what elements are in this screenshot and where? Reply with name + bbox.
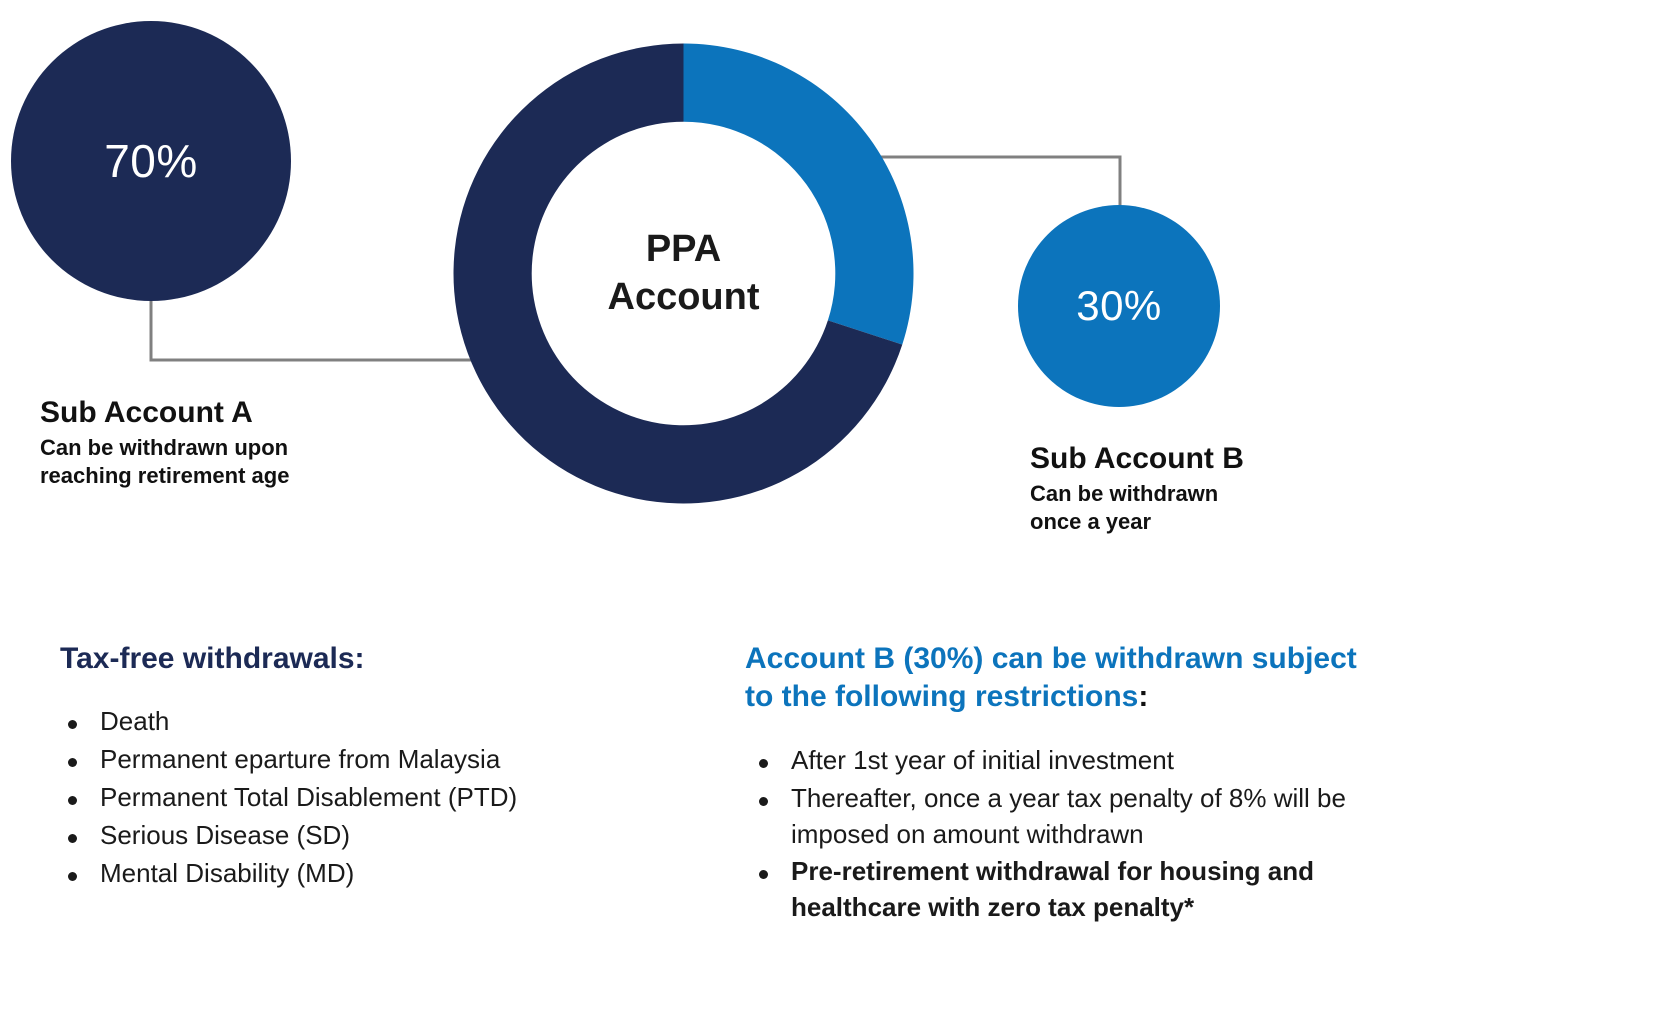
donut-slice-sub-account-a bbox=[453, 43, 903, 504]
callout-a-description-line2: reaching retirement age bbox=[40, 463, 290, 489]
percent-bubble-sub-account-b: 30% bbox=[1018, 205, 1220, 407]
tax-free-withdrawals-heading: Tax-free withdrawals: bbox=[60, 642, 365, 675]
callout-a-title: Sub Account A bbox=[40, 396, 253, 429]
account-b-restrictions-heading-punct: : bbox=[1138, 680, 1149, 714]
tax-free-withdrawals-section: Tax-free withdrawals: Death Permanent ep… bbox=[60, 640, 680, 894]
list-item: Mental Disability (MD) bbox=[60, 856, 680, 892]
callout-a-description-line1: Can be withdrawn upon bbox=[40, 434, 289, 460]
donut-center-label-line1: PPA bbox=[645, 228, 722, 270]
callout-sub-account-a: Sub Account A Can be withdrawn upon reac… bbox=[40, 396, 460, 491]
account-b-restrictions-section: Account B (30%) can be withdrawn subject… bbox=[745, 640, 1365, 928]
list-item: Death bbox=[60, 704, 680, 740]
list-item: Permanent Total Disablement (PTD) bbox=[60, 780, 680, 816]
donut-center-label: PPA Account bbox=[441, 31, 926, 516]
percent-bubble-sub-account-a: 70% bbox=[11, 21, 291, 301]
callout-b-description-line2: once a year bbox=[1030, 509, 1152, 535]
list-item: Serious Disease (SD) bbox=[60, 818, 680, 854]
percent-bubble-b-value: 30% bbox=[1076, 282, 1162, 329]
callout-b-description-line1: Can be withdrawn bbox=[1030, 480, 1219, 506]
account-b-restrictions-heading: Account B (30%) can be withdrawn subject… bbox=[745, 640, 1365, 717]
tax-free-withdrawals-list: Death Permanent eparture from Malaysia P… bbox=[60, 704, 680, 891]
donut-slice-sub-account-b bbox=[683, 43, 914, 345]
list-item: Thereafter, once a year tax penalty of 8… bbox=[745, 781, 1365, 853]
account-b-restrictions-heading-text: Account B (30%) can be withdrawn subject… bbox=[745, 642, 1357, 714]
callout-a-description: Can be withdrawn upon reaching retiremen… bbox=[40, 434, 460, 491]
callout-b-title: Sub Account B bbox=[1030, 442, 1244, 475]
callout-b-description: Can be withdrawn once a year bbox=[1030, 480, 1430, 537]
callout-sub-account-b: Sub Account B Can be withdrawn once a ye… bbox=[1030, 442, 1430, 537]
list-item: Permanent eparture from Malaysia bbox=[60, 742, 680, 778]
list-item: After 1st year of initial investment bbox=[745, 743, 1365, 779]
percent-bubble-a-value: 70% bbox=[104, 135, 198, 187]
list-item: Pre-retirement withdrawal for housing an… bbox=[745, 854, 1365, 926]
account-b-restrictions-list: After 1st year of initial investment The… bbox=[745, 743, 1365, 926]
donut-center-label-line2: Account bbox=[607, 275, 760, 318]
ppa-donut-chart: PPA Account bbox=[441, 31, 926, 516]
